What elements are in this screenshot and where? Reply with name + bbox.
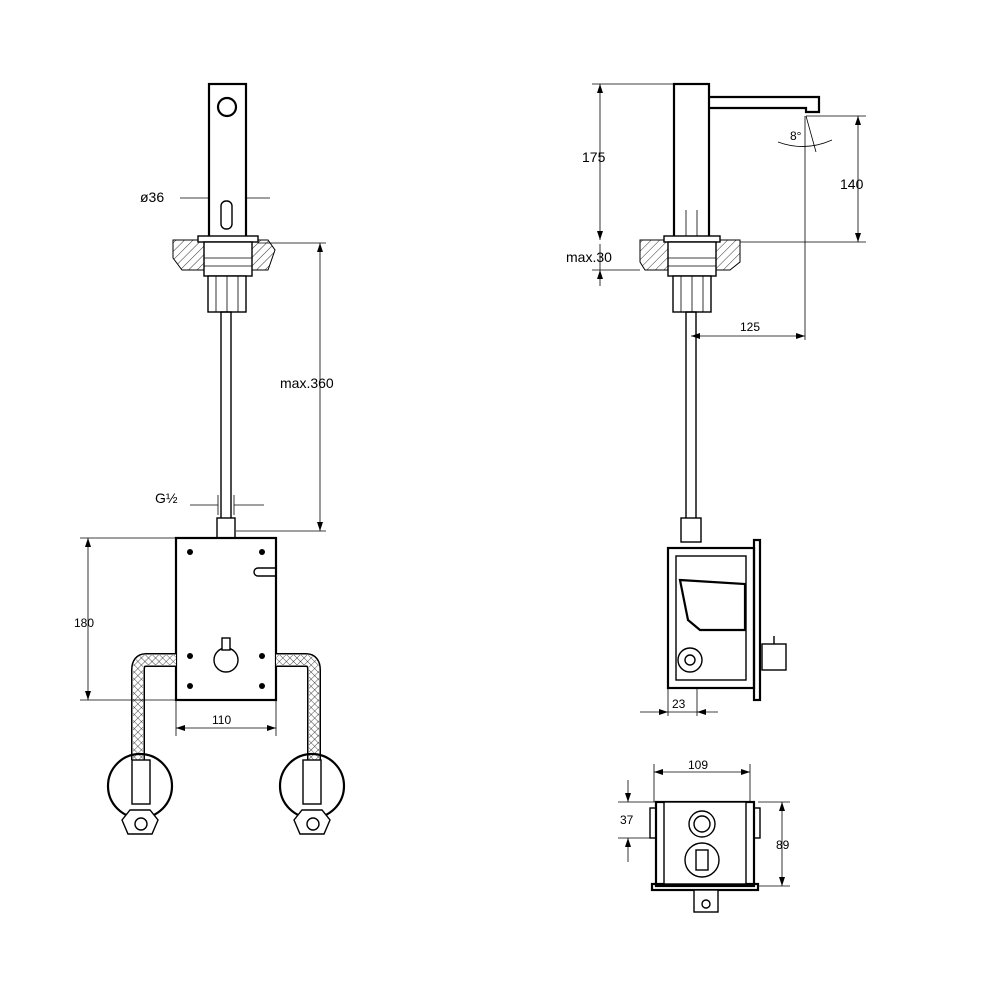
valve-knob [213, 647, 239, 673]
supply-pipe [220, 311, 232, 521]
dim-box-depth: 23 [672, 697, 686, 711]
angle-valve-right-icon [278, 752, 346, 835]
faucet-body-side [672, 82, 711, 240]
faucet-body [207, 82, 248, 240]
mount-nut [203, 241, 253, 277]
dim-thread: G½ [155, 490, 178, 506]
power-connector [761, 643, 787, 671]
supply-pipe-side [685, 311, 697, 521]
dim-above-counter: 140 [840, 176, 864, 192]
dim-box-width: 110 [212, 713, 231, 727]
mount-plate [752, 538, 762, 702]
dim-spout-diameter: ø36 [140, 189, 164, 205]
base-flange [197, 235, 259, 243]
dim-top-offset: 37 [620, 813, 634, 827]
top-view: 109 37 89 [618, 758, 790, 913]
dim-spout-height: 175 [582, 149, 606, 165]
dim-angle: 8° [790, 129, 802, 143]
pipe-fitting [216, 517, 236, 539]
dim-box-top-depth: 89 [776, 838, 790, 852]
dim-counter-thickness: max.30 [566, 249, 612, 265]
dim-box-height: 180 [74, 616, 94, 630]
dim-spout-reach: 125 [740, 320, 760, 334]
concealed-box [174, 536, 278, 702]
angle-valve-left-icon [106, 752, 174, 835]
top-fitting-icon [688, 810, 716, 838]
dim-box-top-width: 109 [688, 758, 708, 772]
front-view: ø36 max.360 G½ 180 110 [74, 82, 346, 835]
dim-max-pipe: max.360 [280, 375, 334, 391]
sensor-slot [220, 200, 233, 230]
side-view: 175 140 max.30 125 8° 23 [566, 82, 866, 716]
sensor-icon [216, 96, 238, 118]
